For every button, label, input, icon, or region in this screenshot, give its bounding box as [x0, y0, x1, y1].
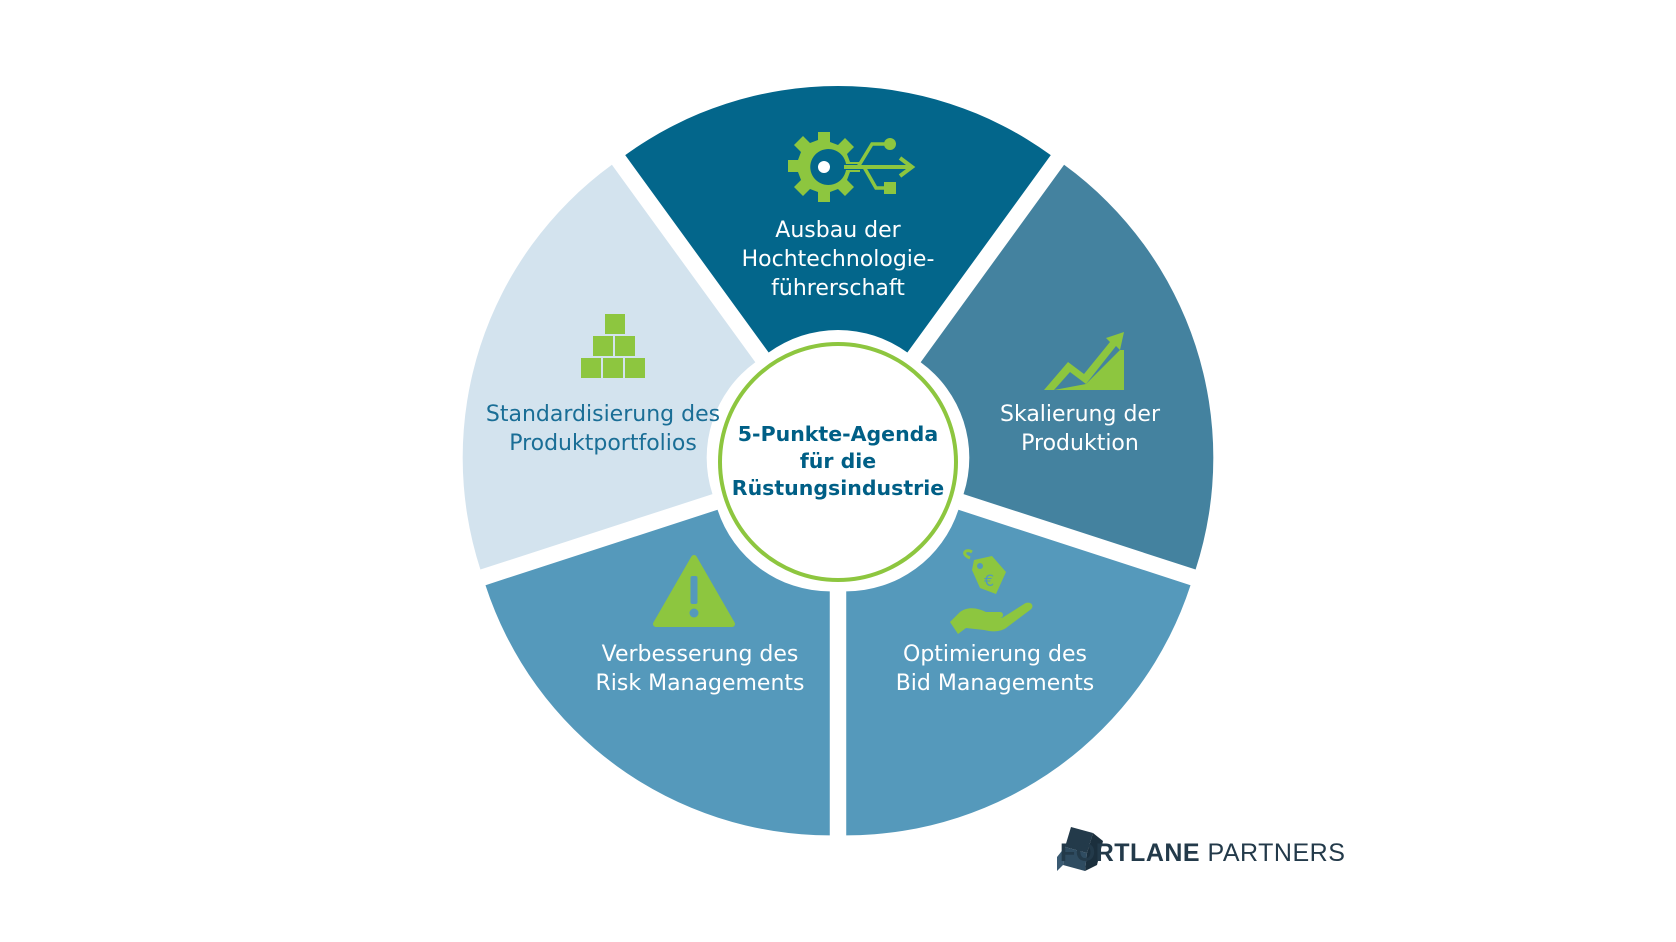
wheel-segment-1: [625, 86, 1051, 353]
segment-label-4: Verbesserung des Risk Managements: [595, 642, 805, 696]
segment-label-2: Skalierung der Produktion: [1000, 402, 1160, 456]
svg-text:€: €: [984, 571, 994, 590]
gear-usb-icon: [788, 132, 916, 202]
center-circle: [718, 342, 958, 582]
warning-icon: [653, 555, 735, 627]
fortlane-logo-mark: [1057, 827, 1103, 871]
brand-name: FORTLANE PARTNERS: [1060, 839, 1345, 868]
segment-label-3: Optimierung des Bid Managements: [895, 642, 1095, 696]
hand-price-tag-icon: €: [950, 549, 1033, 634]
growth-chart-icon: [1044, 332, 1124, 390]
center-title: 5-Punkte-Agenda für die Rüstungsindustri…: [731, 422, 945, 500]
brand-logo: FORTLANE PARTNERS: [1060, 828, 1345, 878]
wheel-segment-4: [485, 509, 830, 836]
brand-name-bold: FORTLANE: [1060, 838, 1201, 867]
wheel-segment-3: [846, 509, 1191, 836]
brand-name-light: PARTNERS: [1200, 838, 1346, 867]
segment-label-1: Ausbau der Hochtechnologie- führerschaft: [741, 218, 935, 301]
segment-label-5: Standardisierung des Produktportfolios: [485, 402, 721, 456]
stacked-boxes-icon: [579, 312, 647, 380]
